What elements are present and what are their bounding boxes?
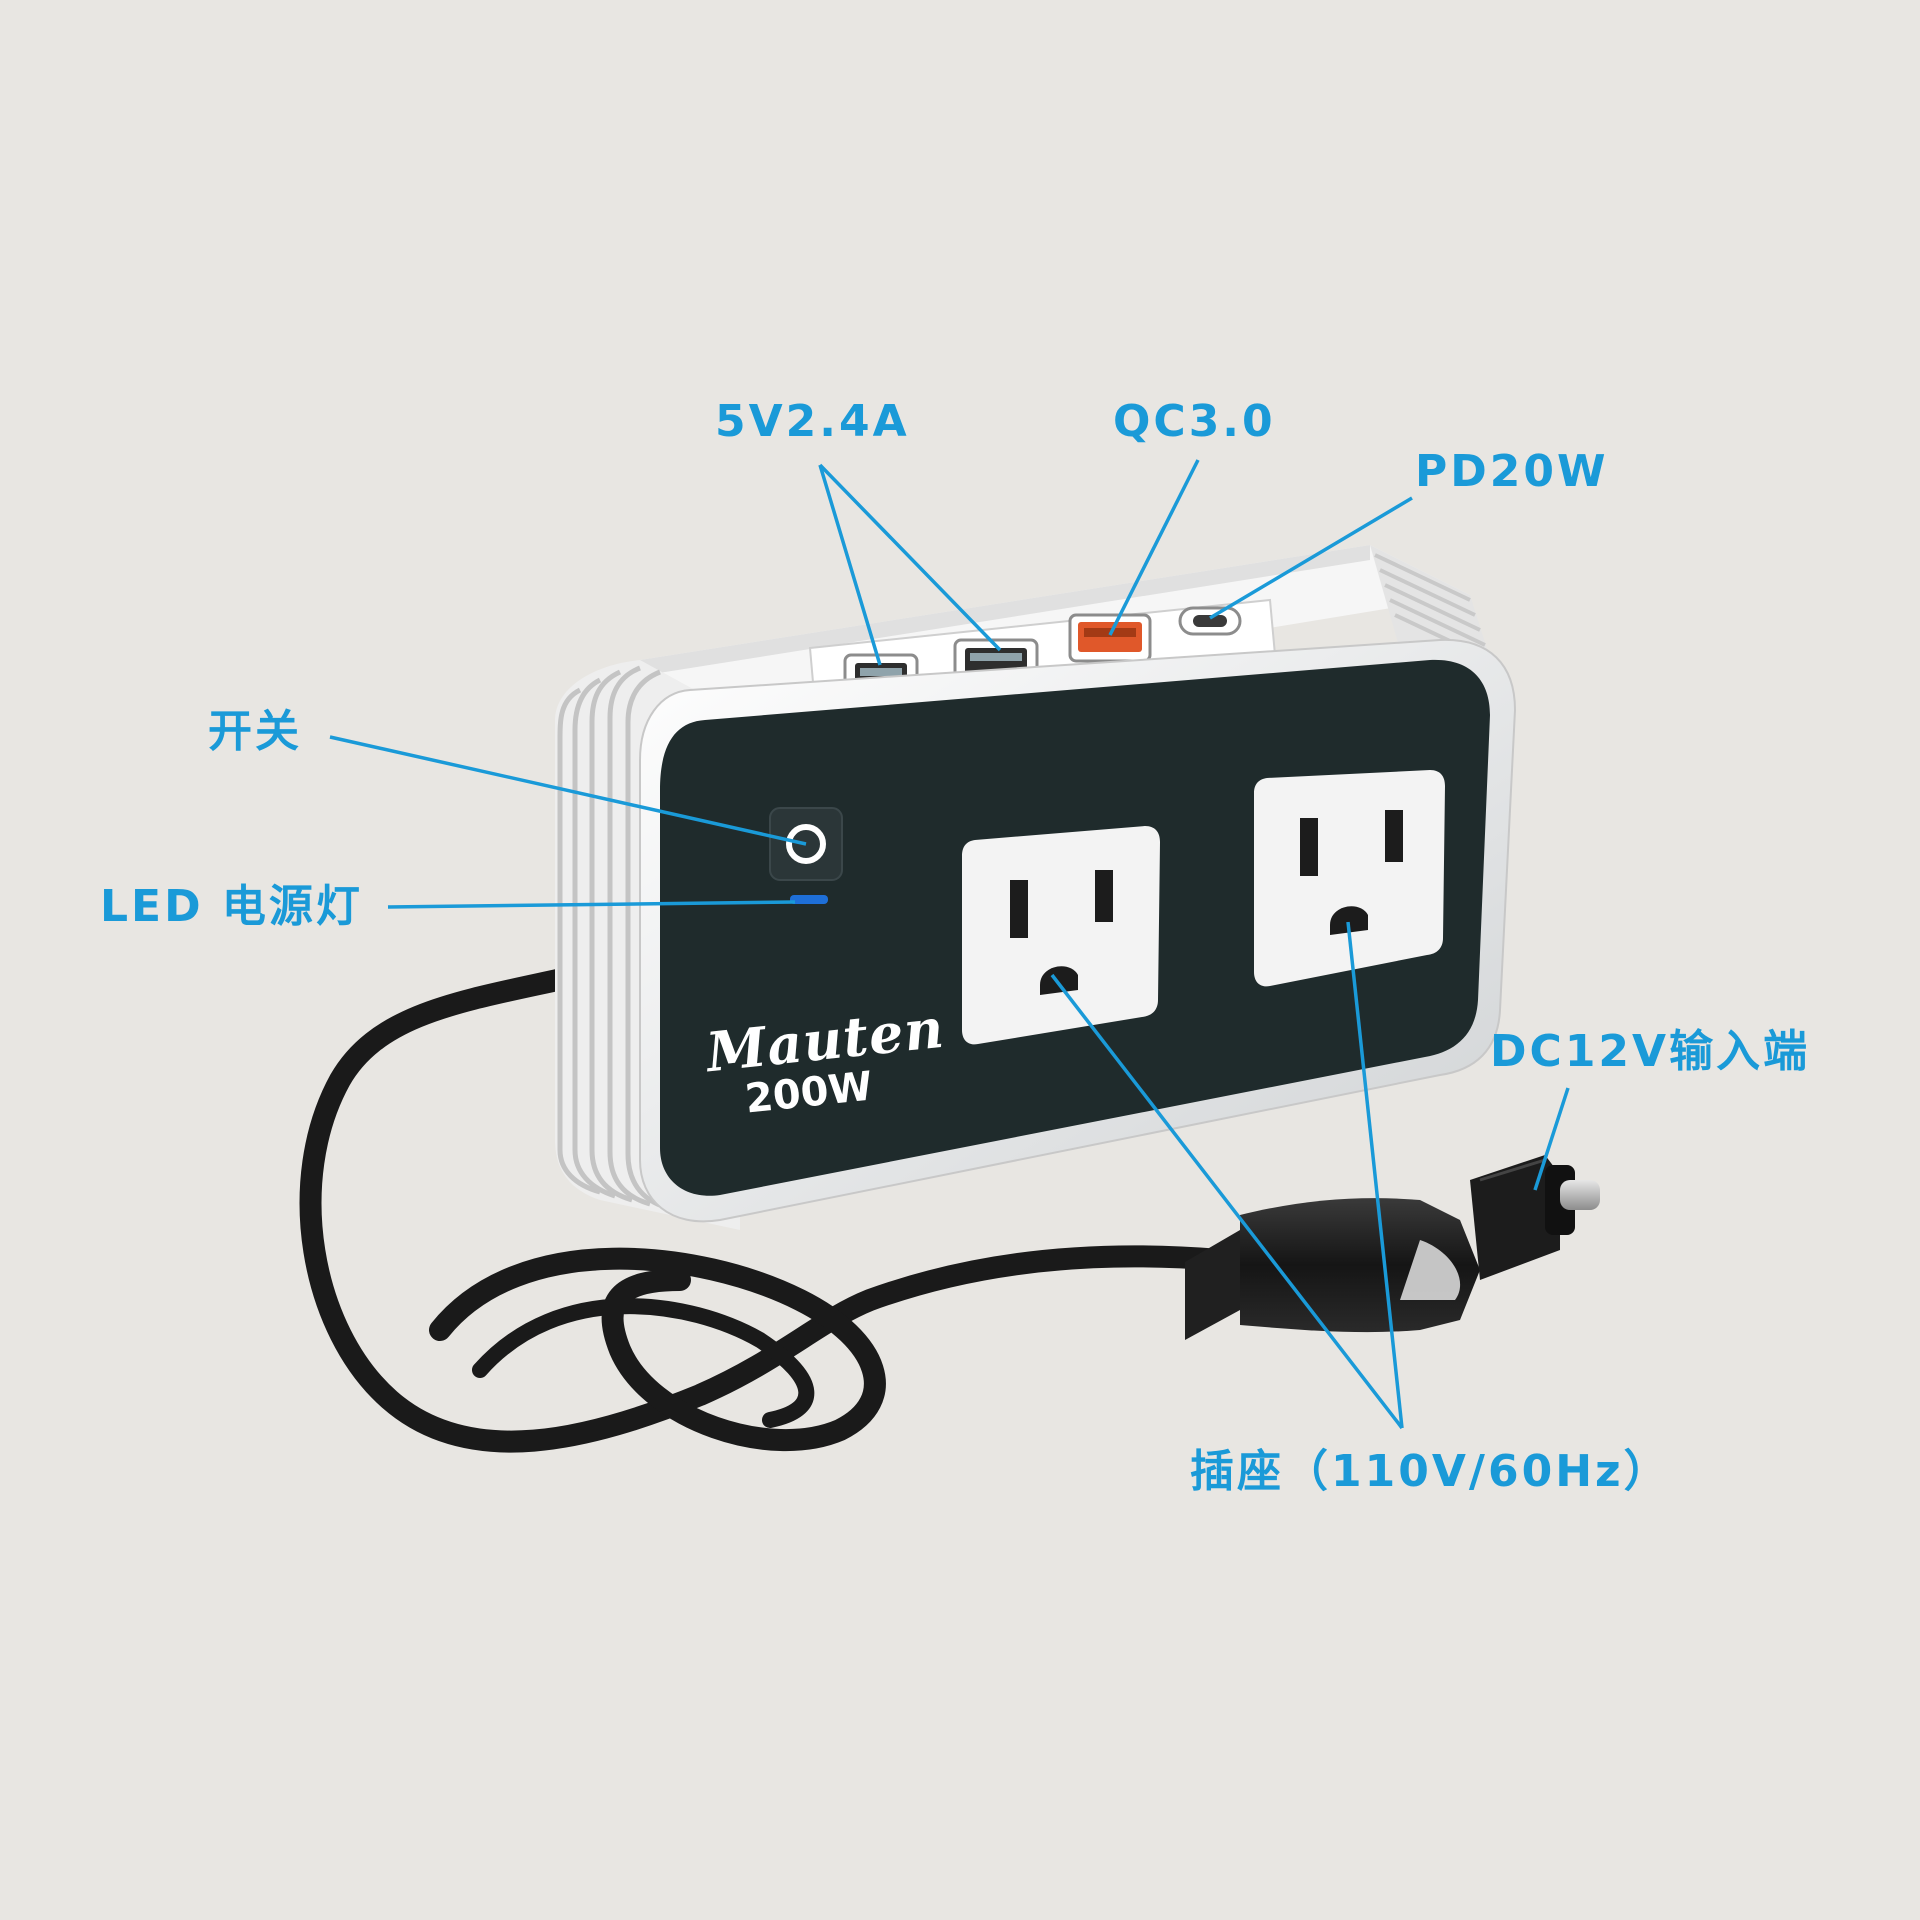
callout-outlets: 插座（110V/60Hz）	[1190, 1446, 1671, 1497]
power-cable	[299, 964, 1231, 1453]
callout-leader-lines	[329, 459, 1570, 1430]
callout-led: LED 电源灯	[100, 881, 363, 932]
callout-usb-5v: 5V2.4A	[715, 396, 910, 447]
callout-qc: QC3.0	[1113, 396, 1276, 447]
qc-port	[1068, 613, 1152, 663]
ac-outlet-1	[962, 826, 1160, 1045]
led-indicator	[790, 895, 828, 904]
usb-c-port	[1178, 606, 1242, 636]
ac-outlet-2	[1254, 770, 1445, 987]
callout-switch: 开关	[208, 706, 302, 757]
callout-dc-input: DC12V输入端	[1490, 1026, 1811, 1077]
callout-pd: PD20W	[1415, 446, 1609, 497]
